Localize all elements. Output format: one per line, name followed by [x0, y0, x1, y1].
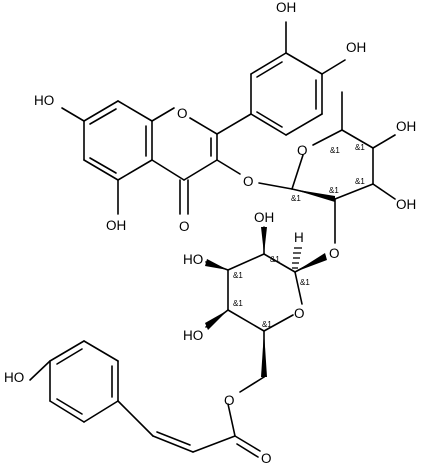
- label-oh-glc-2: OH: [254, 210, 274, 225]
- wedge-bond-glc-c3-oh: [205, 259, 228, 270]
- wedge-bond-glc-c2-oh: [261, 227, 267, 254]
- label-ho-a7: HO: [34, 93, 54, 108]
- label-oh-rha-4: OH: [396, 119, 416, 134]
- stereo-glc-c5: &1: [262, 320, 272, 329]
- label-ho-glc-3: HO: [183, 252, 203, 267]
- label-h-glc-1: H: [294, 230, 304, 245]
- stereo-glc-c4: &1: [233, 299, 243, 308]
- wedge-bond-rha-c1-c2: [292, 189, 335, 202]
- stereo-glc-c3: &1: [233, 271, 243, 280]
- label-o-ester: O: [224, 393, 235, 408]
- bond-lines: [29, 21, 396, 458]
- label-o-glycosidic-c3: O: [243, 174, 254, 189]
- wedge-bond-glc-c1-o: [295, 253, 327, 272]
- stereo-glc-c2: &1: [270, 255, 280, 264]
- label-o-ester-carbonyl: O: [261, 451, 272, 466]
- label-o-carbonyl: O: [179, 219, 190, 234]
- label-oh-rha-3: OH: [396, 197, 416, 212]
- stereo-bonds: [205, 189, 335, 377]
- wedge-bond-glc-c4-oh: [205, 310, 228, 330]
- label-o-link-rha2: O: [329, 246, 340, 261]
- stereo-rha-c5: &1: [330, 146, 340, 155]
- stereo-rha-c3: &1: [355, 177, 365, 186]
- stereo-rha-c1: &1: [291, 194, 301, 203]
- label-o-rha-ring: O: [297, 143, 308, 158]
- label-o-glc-ring: O: [294, 306, 305, 321]
- stereo-descriptors: &1 &1 &1 &1 &1 &1 &1 &1 &1 &1: [233, 143, 365, 329]
- label-oh-a5: OH: [106, 218, 126, 233]
- label-o-ring-c: O: [177, 106, 188, 121]
- stereo-glc-c1: &1: [300, 278, 310, 287]
- label-ho-phenol: HO: [4, 370, 24, 385]
- hashed-bond-glc-c1-h: [292, 247, 302, 269]
- label-oh-catechol-right: OH: [346, 40, 366, 55]
- wedge-bond-glc-c5-c6: [261, 331, 267, 377]
- label-oh-catechol-top: OH: [276, 0, 296, 15]
- stereo-rha-c2: &1: [329, 186, 339, 195]
- stereo-rha-c4: &1: [355, 143, 365, 152]
- label-ho-glc-4: HO: [183, 328, 203, 343]
- atom-labels: OH OH HO O O O OH O OH OH O OH HO H O HO…: [4, 0, 416, 466]
